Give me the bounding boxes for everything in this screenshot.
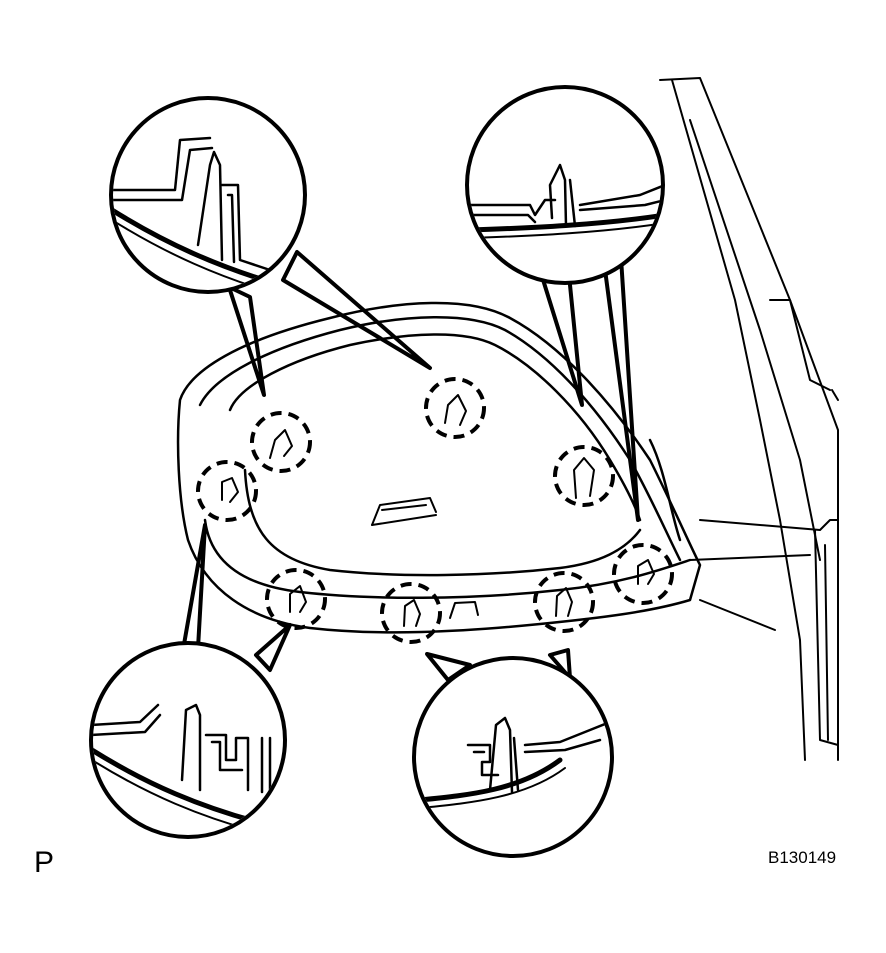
clip-marker <box>424 377 486 439</box>
clip-marker <box>265 568 327 630</box>
clip-marker <box>553 445 615 507</box>
detail-view-top-right <box>465 85 665 522</box>
clip-marker <box>250 411 312 473</box>
front-tab <box>449 601 479 619</box>
mirror-arm <box>659 77 839 761</box>
clip-marker <box>533 571 595 633</box>
clip-marker <box>612 543 674 605</box>
clip-markers <box>196 377 674 644</box>
detail-view-top-left <box>109 96 432 397</box>
clip-marker <box>196 460 258 522</box>
clip-marker <box>380 582 442 644</box>
mirror-base-shell <box>176 301 702 634</box>
view-label: P <box>34 846 55 879</box>
figure-id: B130149 <box>768 848 837 867</box>
detail-view-bottom-center <box>412 648 614 858</box>
detail-view-bottom-left <box>89 523 292 839</box>
center-tab <box>371 497 437 526</box>
